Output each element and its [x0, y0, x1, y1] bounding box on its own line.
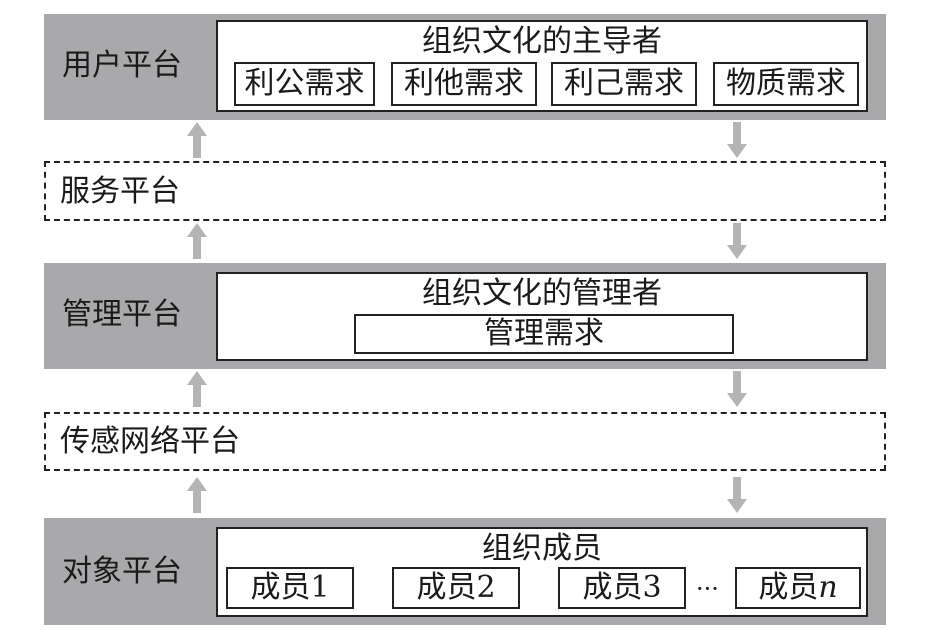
members-title: 组织成员 [482, 531, 602, 566]
dominant-title: 组织文化的主导者 [422, 24, 662, 59]
service-platform-band: 服务平台 [44, 161, 886, 221]
member-index: n [818, 570, 838, 605]
down-arrow-icon [727, 223, 747, 259]
manager-title: 组织文化的管理者 [422, 276, 662, 311]
member-prefix: 成员 [582, 570, 643, 605]
down-arrow-icon [727, 371, 747, 407]
user-platform-label: 用户平台 [62, 48, 182, 83]
member-index: 1 [310, 570, 330, 605]
altruistic-need-item: 利他需求 [391, 62, 537, 106]
up-arrow-icon [187, 371, 207, 407]
manager-box: 组织文化的管理者 管理需求 [216, 272, 868, 361]
ellipsis: ··· [696, 575, 719, 603]
user-platform-band: 用户平台 组织文化的主导者 利公需求 利他需求 利己需求 物质需求 [44, 14, 886, 120]
management-platform-label: 管理平台 [62, 297, 182, 332]
up-arrow-icon [187, 477, 207, 513]
management-need-item: 管理需求 [354, 314, 734, 354]
object-platform-label: 对象平台 [62, 554, 182, 589]
management-platform-band: 管理平台 组织文化的管理者 管理需求 [44, 263, 886, 369]
member-prefix: 成员 [758, 570, 819, 605]
dominant-box: 组织文化的主导者 利公需求 利他需求 利己需求 物质需求 [216, 20, 868, 112]
material-need-item: 物质需求 [713, 62, 859, 106]
public-need-item: 利公需求 [234, 62, 375, 106]
member-index: 2 [476, 570, 496, 605]
member-prefix: 成员 [416, 570, 477, 605]
up-arrow-icon [187, 223, 207, 259]
down-arrow-icon [727, 477, 747, 513]
service-platform-label: 服务平台 [60, 174, 180, 209]
self-need-item: 利己需求 [551, 62, 697, 106]
member-index: 3 [642, 570, 662, 605]
member-prefix: 成员 [250, 570, 311, 605]
sensor-network-platform-label: 传感网络平台 [60, 424, 240, 459]
up-arrow-icon [187, 122, 207, 158]
down-arrow-icon [727, 122, 747, 158]
sensor-network-platform-band: 传感网络平台 [44, 412, 886, 471]
